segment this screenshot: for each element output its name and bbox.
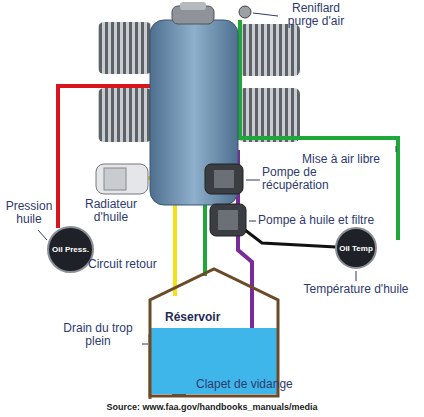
part-label: Pompe de récupération xyxy=(262,166,354,192)
tank-label: Réservoir xyxy=(165,310,220,324)
temperature-gauge: Oil Temp xyxy=(335,227,377,269)
part-label: Reniflard purge d'air xyxy=(276,2,356,28)
gauge-label: Oil Temp xyxy=(339,244,373,253)
source-note: Source: www.faa.gov/handbooks_manuals/me… xyxy=(0,401,424,414)
part-label: Circuit retour xyxy=(88,258,172,271)
part-label: Radiateur d'huile xyxy=(76,198,146,224)
part-label: Drain du trop plein xyxy=(54,322,142,348)
part-label: Mise à air libre xyxy=(302,153,412,166)
gauge-label: Oil Press. xyxy=(52,245,89,254)
part-label: Pression huile xyxy=(2,200,56,226)
pressure-gauge: Oil Press. xyxy=(47,226,94,273)
part-label: Clapet de vidange xyxy=(196,378,396,391)
part-label: Température d'huile xyxy=(298,283,414,296)
part-label: Pompe à huile et filtre xyxy=(258,214,418,227)
